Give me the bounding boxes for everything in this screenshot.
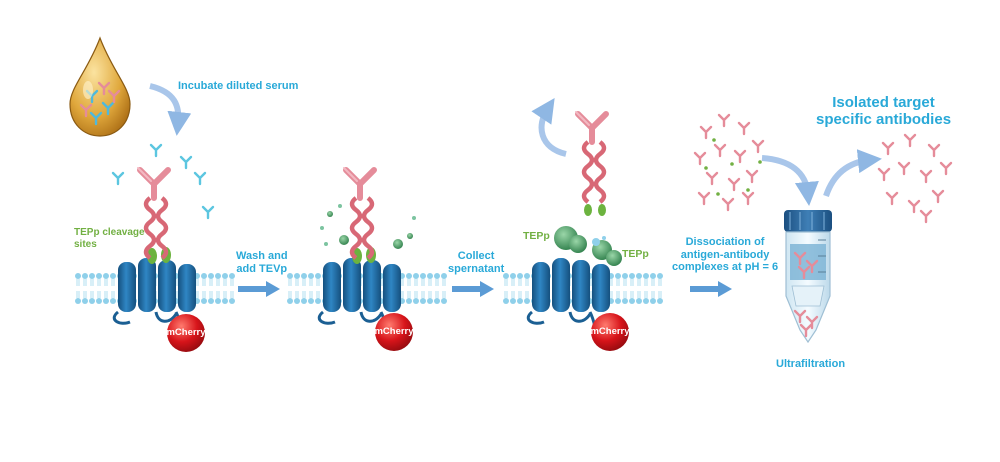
wash-line-1: Wash and <box>236 250 288 262</box>
collect-line-1: Collect <box>457 250 495 262</box>
tepp-right-label: TEPp <box>622 248 649 260</box>
to-tube-arrow <box>761 155 819 206</box>
tepp-left-label: TEPp <box>523 230 550 242</box>
stage-1-receptor <box>111 143 215 336</box>
mcherry-2 <box>375 313 413 351</box>
wash-line-2: add TEVp <box>236 262 288 275</box>
incubate-arrow <box>149 83 192 136</box>
stage-2-receptor <box>317 168 416 336</box>
release-arrow <box>531 98 567 157</box>
dissoc-line-3: complexes at pH = 6 <box>672 261 779 274</box>
step-incubate-label: Incubate diluted serum <box>178 80 299 92</box>
step-collect-label: Collect spernatant <box>448 250 504 275</box>
dissoc-line-1: Dissociation of <box>685 236 765 248</box>
mcherry-label-3: mCherry <box>590 326 630 337</box>
result-line-2: specific antibodies <box>816 111 952 129</box>
step-ultrafiltration-label: Ultrafiltration <box>776 358 846 370</box>
mcherry-label-2: mCherry <box>374 326 414 337</box>
mcherry-3 <box>591 313 629 351</box>
serum-drop-icon <box>69 36 131 137</box>
mcherry-1 <box>167 314 205 352</box>
result-label: Isolated target specific antibodies <box>816 94 951 129</box>
dissoc-line-2: antigen-antibody <box>680 248 770 261</box>
step-wash-label: Wash and add TEVp <box>236 250 288 275</box>
ultrafiltration-tube-icon <box>784 210 832 344</box>
result-line-1: Isolated target <box>832 94 935 111</box>
step-dissociation-label: Dissociation of antigen-antibody complex… <box>672 236 778 274</box>
cleavage-line-1: TEPp cleavage <box>74 227 145 238</box>
tevp-particles <box>320 204 416 249</box>
mcherry-label-1: mCherry <box>166 327 206 338</box>
antigen-antibody-cluster <box>693 113 765 212</box>
cleavage-line-2: sites <box>74 238 97 250</box>
collect-line-2: spernatant <box>448 262 505 275</box>
released-antibody <box>576 112 606 216</box>
isolated-antibodies <box>877 133 953 224</box>
tevp-enzyme-icon <box>554 226 622 266</box>
cleavage-sites-label: TEPp cleavage sites <box>74 227 145 250</box>
stage-3-receptor <box>526 226 622 336</box>
to-result-arrow <box>823 149 882 198</box>
